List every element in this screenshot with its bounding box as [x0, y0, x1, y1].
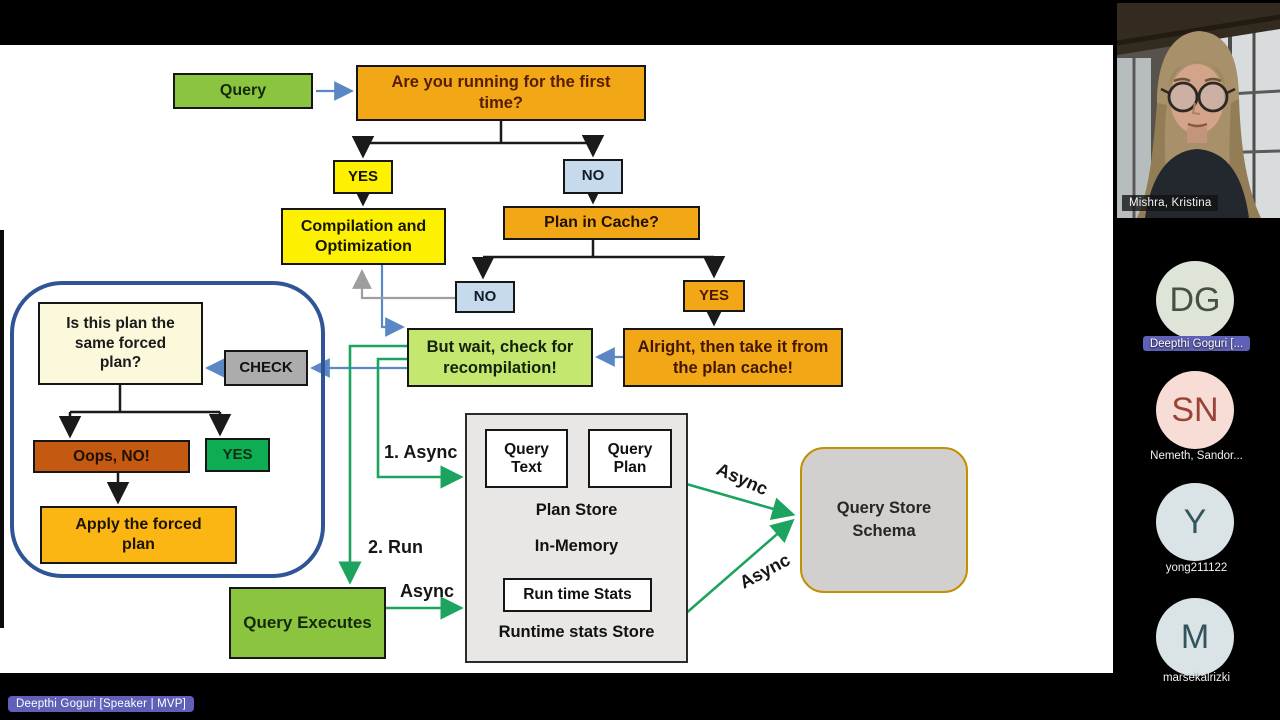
edge-label-async-top: Async: [713, 458, 771, 500]
avatar-y[interactable]: Y: [1156, 483, 1234, 561]
in-memory-label: In-Memory: [534, 537, 619, 555]
avatar-dg-label: Deepthi Goguri [...: [1113, 336, 1280, 351]
slide-left-edge: [0, 230, 4, 628]
flow-node-yes-1: YES: [333, 160, 393, 194]
flow-node-no-1: NO: [563, 159, 623, 194]
forced-plan-group-outline: [10, 281, 325, 578]
avatar-sn-label: Nemeth, Sandor...: [1150, 450, 1243, 462]
flow-node-check: CHECK: [224, 350, 308, 386]
plan-store-label: Plan Store: [535, 501, 618, 519]
edge-label-async-qe: Async: [400, 581, 455, 601]
flow-node-query-store-schema: Query Store Schema: [800, 447, 968, 593]
edge-label-2-run: 2. Run: [368, 537, 424, 557]
flow-node-query: Query: [173, 73, 313, 109]
flow-node-oops-no: Oops, NO!: [33, 440, 190, 473]
runtime-stats-store-label: Runtime stats Store: [498, 623, 655, 641]
speaker-name-tag: Deepthi Goguri [Speaker | MVP]: [8, 696, 195, 712]
flow-node-query-executes: Query Executes: [229, 587, 386, 659]
flow-node-plan-in-cache: Plan in Cache?: [503, 206, 700, 240]
edge-label-1-async: 1. Async: [384, 442, 458, 462]
flow-node-is-this-plan: Is this plan the same forced plan?: [38, 302, 203, 385]
flow-node-runtime-stats: Run time Stats: [503, 578, 652, 612]
webcam-video-illustration: [1117, 3, 1280, 218]
flow-node-yes-2: YES: [683, 280, 745, 312]
avatar-dg[interactable]: DG: [1156, 261, 1234, 339]
flow-node-first-time: Are you running for the first time?: [356, 65, 646, 121]
participants-sidebar: Mishra, Kristina DG Deepthi Goguri [... …: [1113, 0, 1280, 720]
video-name-tag: Mishra, Kristina: [1122, 195, 1219, 211]
shared-screen-slide: Query Are you running for the first time…: [0, 45, 1113, 673]
avatar-sn[interactable]: SN: [1156, 371, 1234, 449]
avatar-m-label: marsekalrizki: [1162, 672, 1231, 684]
flow-node-query-text: Query Text: [485, 429, 568, 488]
flow-node-compilation: Compilation and Optimization: [281, 208, 446, 265]
flow-node-alright: Alright, then take it from the plan cach…: [623, 328, 843, 387]
flow-node-apply-forced: Apply the forced plan: [40, 506, 237, 564]
edge-label-async-bottom: Async: [736, 549, 794, 593]
flow-node-but-wait: But wait, check for recompilation!: [407, 328, 593, 387]
participant-video-tile[interactable]: Mishra, Kristina: [1117, 3, 1280, 218]
flow-node-yes-3: YES: [205, 438, 270, 472]
avatar-y-label: yong211122: [1165, 562, 1228, 574]
avatar-m[interactable]: M: [1156, 598, 1234, 676]
flow-node-query-plan: Query Plan: [588, 429, 672, 488]
flow-node-no-2: NO: [455, 281, 515, 313]
